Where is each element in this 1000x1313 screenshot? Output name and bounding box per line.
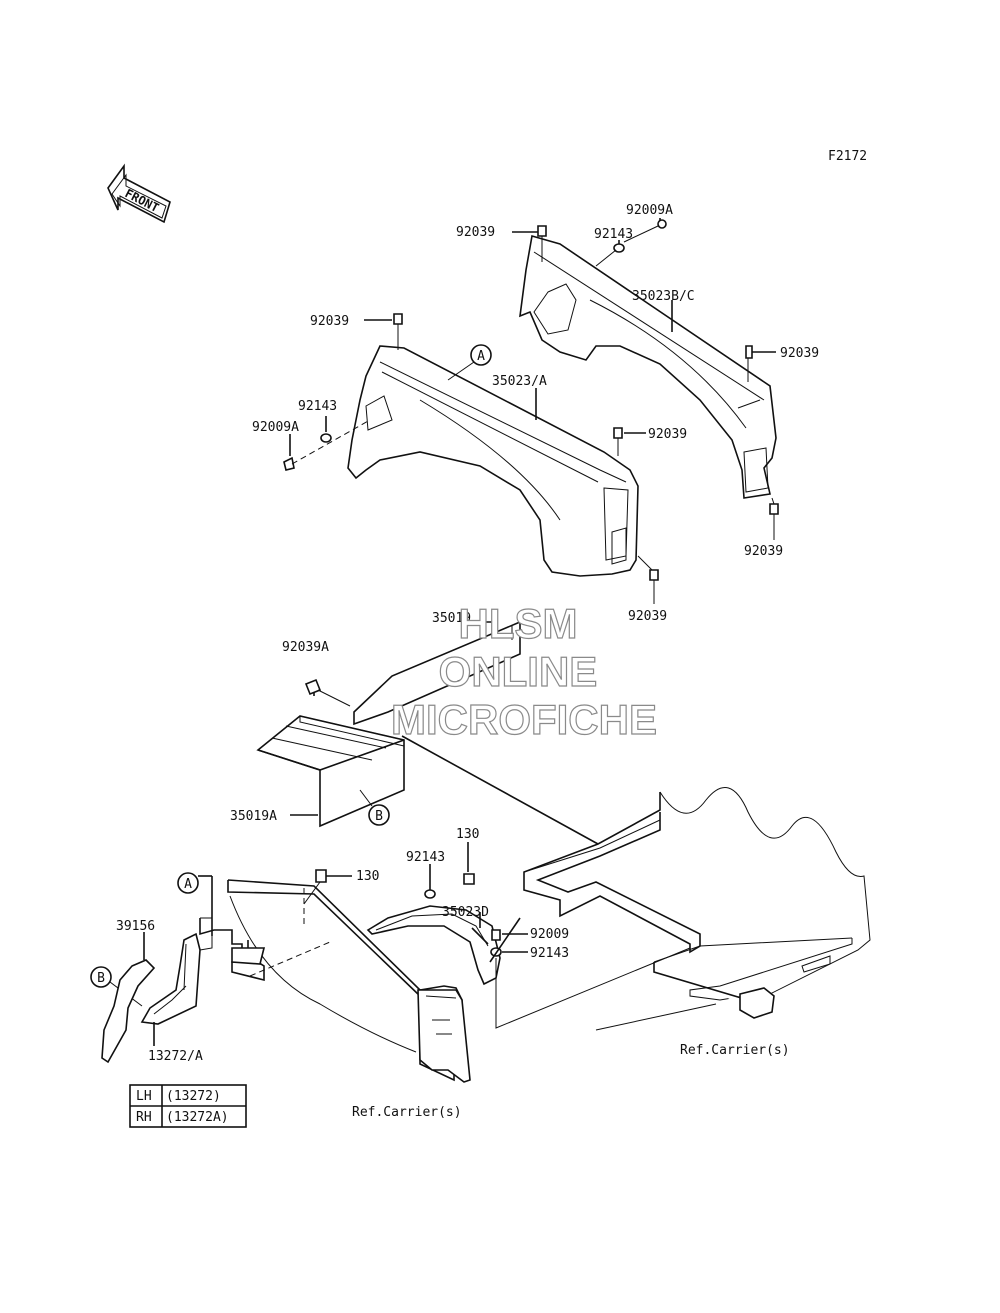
callout-13272a: 13272/A [148,1049,203,1064]
callout-130: 130 [356,869,379,884]
callout-35023a: 35023/A [492,374,547,389]
callout-92039: 92039 [744,544,783,559]
watermark: HLSM ONLINE MICROFICHE [390,599,657,743]
marker-b: B [375,809,383,824]
table-side-lh: LH [136,1089,152,1104]
mid-fasteners [303,842,717,1031]
marker-letters: A A B B [97,349,485,986]
callout-39156: 39156 [116,919,155,934]
fender-35023d [366,905,501,986]
callout-92039: 92039 [456,225,495,240]
carrier-frame-right [523,787,871,1019]
upper-fasteners [283,218,779,604]
fender-35023a [347,345,639,577]
fender-35023bc [519,234,777,499]
callout-92143: 92143 [530,946,569,961]
callout-92009a: 92009A [252,420,299,435]
side-frame-13272 [199,879,471,1083]
front-arrow-icon: FRONT [107,163,171,224]
marker-a: A [477,349,485,364]
callout-92009a: 92009A [626,203,673,218]
marker-b: B [97,971,105,986]
table-part-lh: (13272) [166,1089,221,1104]
table-part-rh: (13272A) [166,1110,229,1125]
callout-92143: 92143 [298,399,337,414]
side-table: LH (13272) RH (13272A) [129,1084,247,1128]
callout-92039: 92039 [628,609,667,624]
callout-92039: 92039 [780,346,819,361]
callout-labels: 92039 92009A 92143 35023B/C 92039 92039 … [116,203,819,1120]
watermark-line-3: MICROFICHE [391,696,657,743]
part-39156 [101,932,156,1064]
callout-35023d: 35023D [442,905,489,920]
watermark-line-1: HLSM [459,600,578,647]
ref-carrier-label: Ref.Carrier(s) [680,1043,790,1058]
callout-92009: 92009 [530,927,569,942]
callout-92143: 92143 [594,227,633,242]
part-13272a [140,932,201,1046]
left-markers [90,872,213,1007]
marker-a: A [184,877,192,892]
watermark-line-2: ONLINE [439,648,598,695]
callout-35019a: 35019A [230,809,277,824]
callout-92143: 92143 [406,850,445,865]
callout-130: 130 [456,827,479,842]
table-side-rh: RH [136,1110,152,1125]
panel-35019a [256,678,405,828]
leader-line [401,735,599,845]
callout-35023bc: 35023B/C [632,289,695,304]
panel-35019 [353,620,521,726]
callout-92039: 92039 [310,314,349,329]
ref-carrier-label: Ref.Carrier(s) [352,1105,462,1120]
figure-code: F2172 [828,149,867,164]
callout-35019: 35019 [432,611,471,626]
callout-92039a: 92039A [282,640,329,655]
callout-92039: 92039 [648,427,687,442]
